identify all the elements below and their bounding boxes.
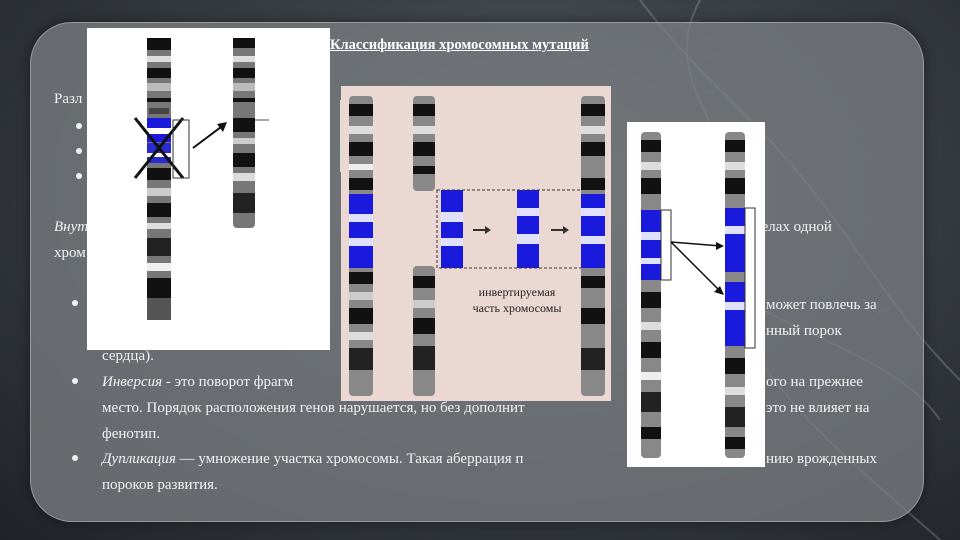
duplication-text1-right: нию врожденных: [766, 451, 878, 467]
deletion-text-line3: сердца).: [102, 348, 154, 364]
inversion-chromosome-diagram: инвертируемая часть хромосомы: [349, 96, 605, 396]
slide-title: Классификация хромосомных мутаций: [330, 37, 589, 53]
inversion-figure: инвертируемая часть хромосомы: [341, 86, 611, 401]
inversion-label-line1: инвертируемая: [479, 285, 556, 299]
inversion-line1: Инверсия - это поворот фрагм: [102, 369, 912, 395]
inversion-label-line2: часть хромосомы: [473, 301, 562, 315]
bullet-icon: [72, 455, 78, 461]
duplication-term: Дупликация: [102, 451, 176, 467]
inversion-line3: фенотип.: [102, 426, 161, 442]
inversion-text1-right: ого на прежнее: [766, 374, 863, 390]
internal-heading: Внут: [54, 219, 89, 235]
intro-prefix: Разл: [54, 91, 83, 107]
inversion-term: Инверсия: [102, 374, 163, 390]
duplication-line2: пороков развития.: [102, 477, 218, 493]
bullet-icon: [72, 378, 78, 384]
intro-text: Разл: [54, 86, 344, 112]
bullet-icon: [76, 173, 82, 179]
duplication-text1: — умножение участка хромосомы. Такая абе…: [175, 451, 524, 467]
internal-right-text: делах одной: [754, 219, 832, 235]
deletion-text-right1: может повлечь за: [766, 297, 877, 313]
bullet-icon: [76, 148, 82, 154]
translocation-chromosome-diagram: [641, 132, 756, 458]
deletion-figure: [87, 28, 330, 350]
internal-line2: хром: [54, 245, 86, 261]
inversion-line2-left: место. Порядок расположения генов наруша…: [102, 400, 525, 416]
bullet-icon: [72, 300, 78, 306]
deletion-chromosome-diagram: [133, 38, 269, 320]
inversion-text1: - это поворот фрагм: [162, 374, 294, 390]
inversion-line2-right: это не влияет на: [766, 400, 870, 416]
deletion-text-right2: нный порок: [766, 323, 842, 339]
internal-mutations-paragraph: Внут делах одной хром: [54, 214, 874, 266]
bullet-icon: [76, 123, 82, 129]
translocation-figure: [627, 122, 765, 467]
duplication-line1: Дупликация — умножение участка хромосомы…: [102, 446, 912, 472]
